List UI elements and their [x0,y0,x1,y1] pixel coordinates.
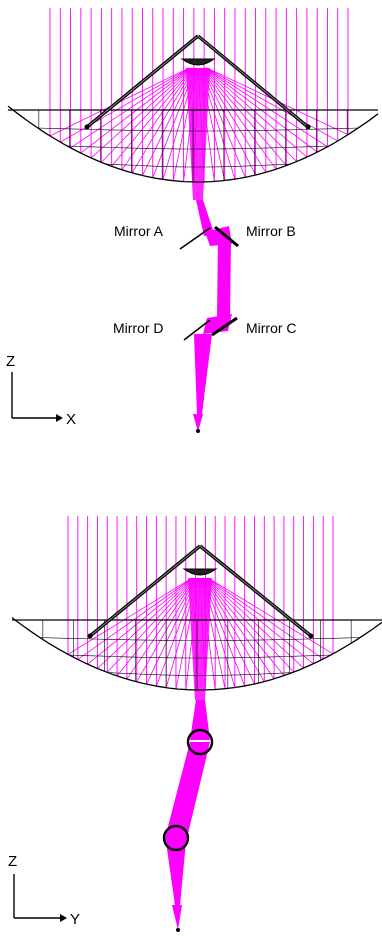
mirror-c-fold [211,316,238,337]
reflected-ray [87,577,194,665]
primary-mirror-wireframe [7,105,379,183]
mirror-d-fold [183,319,211,341]
y-arrow-icon [60,914,67,922]
dish-ring [37,127,359,132]
converging-beam [186,68,210,200]
reflected-ray [207,577,334,655]
relay-beam [162,700,214,932]
reflected-ray [142,67,196,176]
secondary-mirror-shape [180,58,216,66]
strut-highlight [86,35,199,128]
mirror-b-fold [214,225,239,248]
beam-segment-to-focus [194,334,212,414]
yz-view: Z Y [8,516,382,932]
focus-cone [193,414,203,432]
reflected-ray [90,67,192,159]
reflected-ray [202,577,255,685]
reflected-ray [204,577,275,679]
reflected-ray [202,67,287,166]
strut-highlight [199,545,312,637]
reflected-ray [106,577,195,673]
beam-segment-to-upper-mirror [190,700,210,740]
beam-segment-c-to-d [203,314,232,334]
upper-fold-mirror [186,728,214,756]
dish-ring [105,163,291,168]
reflected-ray [101,67,193,163]
reflected-ray [70,67,191,149]
reflected-ray [207,577,324,660]
reflected-ray [121,67,194,171]
secondary-support-struts [87,544,314,639]
z-axis-label: Z [6,353,15,370]
strut-foot [305,124,311,130]
beam-segment-to-focus [166,842,186,905]
reflected-ray [77,577,193,660]
reflected-ray [206,67,338,142]
reflected-ray [206,577,314,665]
x-axis-label: X [66,411,76,428]
xz-view: Mirror A Mirror B Mirror C Mirror D Z X [6,8,379,433]
mirror-a-fold [179,227,211,250]
reflected-ray [205,577,295,673]
mirror-b-label: Mirror B [246,223,296,239]
secondary-mirror [180,58,216,66]
reflected-ray [126,577,196,680]
dish-ring [39,637,361,641]
incoming-ray-bundle [67,516,334,700]
z-axis-label: Z [8,853,17,870]
reflected-ray [201,67,256,176]
mirror-d-label: Mirror D [113,320,164,336]
reflected-ray [97,577,195,669]
beam-segment-diagonal [164,742,210,842]
reflected-ray [201,67,267,173]
secondary-mirror-shape [182,568,218,576]
converging-beam [188,578,212,700]
strut-highlight [89,545,201,637]
reflected-ray [204,67,308,158]
reflected-ray [146,577,198,685]
focal-point-marker [176,928,180,932]
reflected-ray [202,67,277,170]
focus-cone [172,905,182,930]
dish-ring [69,654,331,659]
strut-highlight [197,35,309,128]
dish-ring [107,672,293,676]
reflected-ray [205,67,328,148]
folded-relay-beam [179,200,239,433]
focal-point-marker [196,429,200,433]
reflected-ray [111,67,194,167]
strut-foot [84,124,90,130]
reflected-ray [203,577,265,682]
strut-foot [308,633,314,639]
reflected-ray [204,577,285,676]
y-axis-label: Y [70,911,80,928]
mirror-c-label: Mirror C [246,320,297,336]
secondary-mirror [182,568,218,576]
reflected-ray [67,577,193,655]
reflected-ray [205,577,304,669]
xz-axis-indicator: Z X [6,353,76,428]
beam-segment-b-to-c [217,240,231,318]
reflected-ray [203,67,297,162]
secondary-support-struts [84,34,311,130]
lower-fold-mirror [162,824,190,852]
mirror-a-label: Mirror A [114,223,164,239]
beam-segment-to-mirror-a [196,200,215,236]
yz-axis-indicator: Z Y [8,853,80,928]
reflected-ray [60,67,190,143]
primary-mirror-wireframe [11,617,382,691]
x-arrow-icon [56,414,63,422]
strut-foot [87,633,93,639]
